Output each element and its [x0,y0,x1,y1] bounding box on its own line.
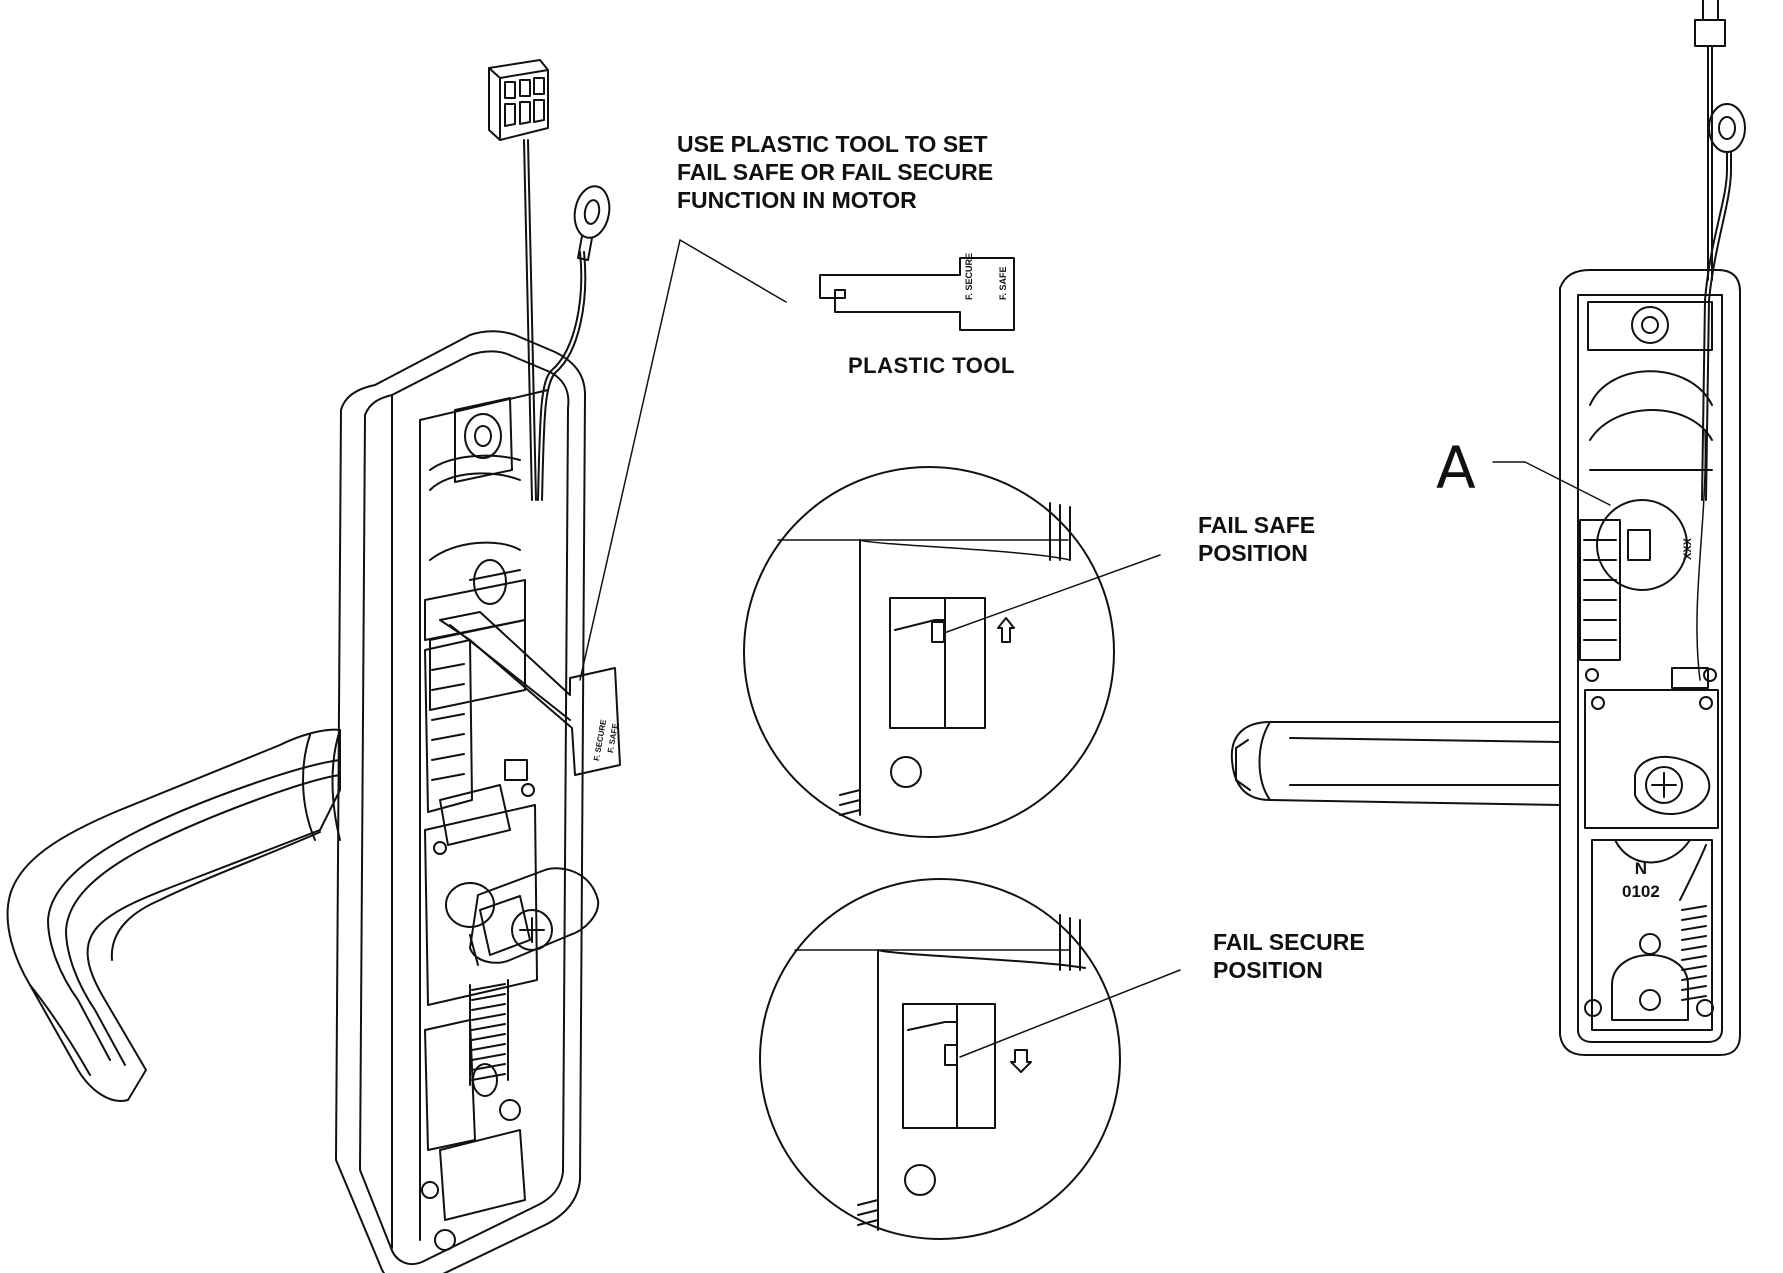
leader-to-inserted-tool [579,239,681,681]
plastic-tool-label: PLASTIC TOOL [848,353,1015,378]
tool-safe-text: F. SAFE [998,266,1008,300]
lock-letter: N [1634,859,1648,878]
right-connector-plug [1702,0,1719,21]
fail-secure-callout: FAIL SECURE POSITION [1213,928,1393,984]
fail-safe-detail-circle [743,466,1115,838]
left-inserted-plastic-tool [439,611,621,776]
right-lock-assembly [1230,0,1746,1056]
instruction-line-3: FUNCTION IN MOTOR [677,187,917,214]
fail-safe-arrow-up-icon [997,617,1015,643]
left-lever-handle [6,728,341,1102]
marker-a-circle [1596,499,1688,591]
marker-a-label: A [1436,434,1476,502]
left-cables [523,139,611,501]
instruction-callout: USE PLASTIC TOOL TO SET FAIL SAFE OR FAI… [677,130,1017,214]
fail-safe-callout: FAIL SAFE POSITION [1198,511,1358,567]
left-connector-plug [488,59,549,141]
leader-fail-secure [959,969,1181,1058]
lock-code: 0102 [1622,881,1660,901]
right-lever-handle [1230,721,1561,806]
instruction-line-1: USE PLASTIC TOOL TO SET [677,131,988,157]
lock-code-marking: N 0102 [1622,858,1660,904]
instruction-line-2: FAIL SAFE OR FAIL SECURE [677,159,994,186]
leader-fail-safe [943,554,1161,634]
fail-secure-line-1: FAIL SECURE [1213,929,1365,955]
fail-safe-line-2: POSITION [1198,540,1308,567]
xxx-marking: XXX [1682,537,1694,560]
fail-secure-detail-circle [759,878,1121,1240]
left-thumbturn [445,867,600,966]
left-faceplate [335,330,600,1273]
leader-to-plastic-tool [679,239,787,303]
right-thumbturn [1634,755,1711,815]
fail-secure-line-2: POSITION [1213,957,1323,984]
tool-secure-text: F. SECURE [964,252,974,300]
left-lock-assembly [6,59,621,1273]
fail-safe-line-1: FAIL SAFE [1198,512,1316,538]
right-spring [1679,844,1707,1001]
plastic-tool-drawing [819,257,1015,331]
fail-secure-arrow-down-icon [1010,1049,1032,1073]
